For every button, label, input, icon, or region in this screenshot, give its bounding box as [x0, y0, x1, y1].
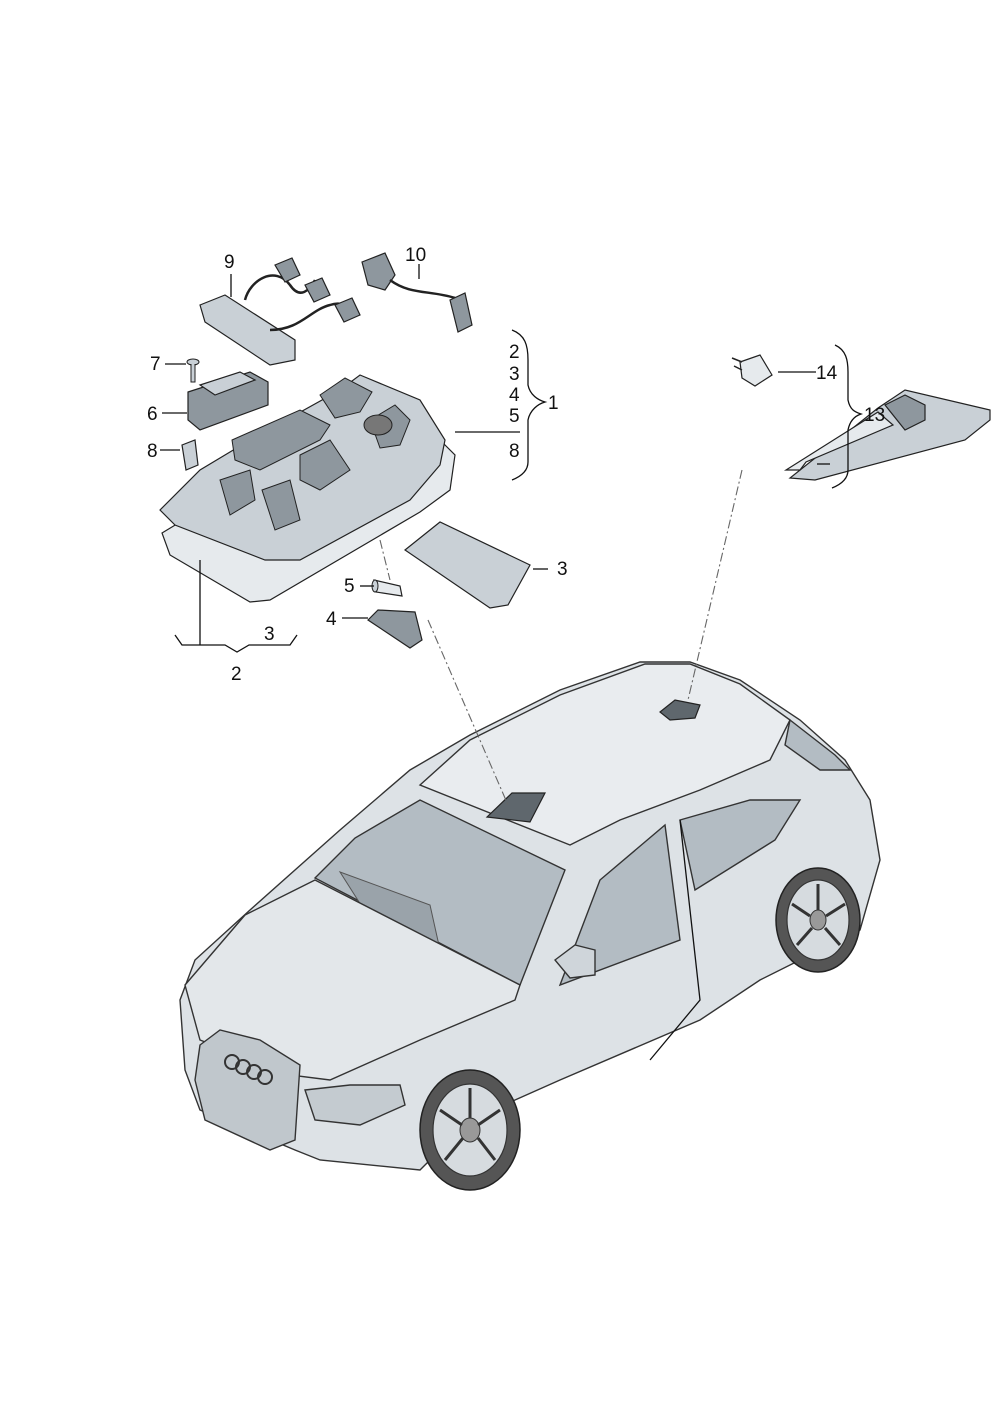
- part-14-bulb: [731, 354, 773, 387]
- part-3-lens: [403, 521, 531, 609]
- callout-14: 14: [816, 363, 838, 384]
- car-illustration: [179, 661, 881, 1191]
- callout-6: 6: [147, 404, 158, 425]
- control-module-plug-b: [304, 277, 331, 303]
- part-10-cable: [361, 252, 473, 333]
- part-5-bulb: [371, 579, 403, 597]
- cable-wire: [389, 278, 456, 300]
- callout-bracket-4: 4: [509, 385, 520, 406]
- light-housing-connector: [299, 439, 351, 491]
- control-module-plug-a: [274, 257, 301, 283]
- light-housing-detail: [231, 409, 331, 471]
- callout-13: 13: [864, 405, 885, 426]
- part-9-control-module: [199, 257, 361, 366]
- car-rings-logo: [224, 1054, 273, 1085]
- rear-light-housing: [788, 389, 991, 481]
- rear-light-top: [884, 394, 926, 431]
- car-side-window-rear: [679, 799, 802, 892]
- light-housing-clip: [219, 469, 256, 516]
- cable-socket: [449, 292, 473, 333]
- car-headlight: [304, 1084, 406, 1126]
- callout-9: 9: [224, 252, 235, 273]
- callout-bracket-3: 3: [509, 364, 520, 385]
- part-8-clip: [181, 439, 199, 471]
- part-7-screw: [186, 358, 200, 383]
- part-4-cover: [367, 609, 423, 649]
- callout-3-lens: 3: [557, 559, 568, 580]
- switch-top: [198, 371, 257, 396]
- callout-bracket-8: 8: [509, 441, 520, 462]
- callout-4: 4: [326, 609, 337, 630]
- dashed-connectors: [379, 469, 743, 806]
- callout-1: 1: [548, 393, 559, 414]
- light-housing-lamp-left: [319, 377, 373, 419]
- car-front-interior-light: [485, 792, 546, 823]
- car-rear-window: [784, 718, 852, 771]
- car-door-line: [649, 819, 701, 1061]
- callout-2-bottom: 2: [231, 664, 242, 685]
- front-interior-light-assembly: [159, 374, 456, 603]
- callout-3-bottom: 3: [264, 624, 275, 645]
- rear-light-frame: [783, 411, 895, 471]
- callout-labels: 9 10 7 6 8 2 3 4 5 8 1 14 13 5 4 3 3 2: [147, 245, 885, 685]
- car-side-window-front: [558, 823, 681, 987]
- car-mirror: [553, 944, 596, 979]
- car-grille: [194, 1029, 301, 1151]
- light-housing-tab: [261, 479, 301, 531]
- car-rear-interior-light: [659, 699, 701, 721]
- control-module-body: [199, 294, 296, 366]
- car-rear-wheel: [775, 867, 861, 973]
- cable-plug: [361, 252, 396, 291]
- part-6-switch: [187, 371, 269, 431]
- control-module-plug-c: [334, 297, 361, 323]
- callout-7: 7: [150, 354, 161, 375]
- leader-lines: [160, 264, 864, 653]
- callout-5: 5: [344, 576, 355, 597]
- callout-8-left: 8: [147, 441, 158, 462]
- car-front-wheel: [419, 1069, 521, 1191]
- callout-10: 10: [405, 245, 426, 266]
- callout-bracket-2: 2: [509, 342, 520, 363]
- callout-bracket-5: 5: [509, 406, 520, 427]
- rear-interior-light-assembly: [731, 354, 991, 481]
- light-housing-socket: [363, 414, 393, 436]
